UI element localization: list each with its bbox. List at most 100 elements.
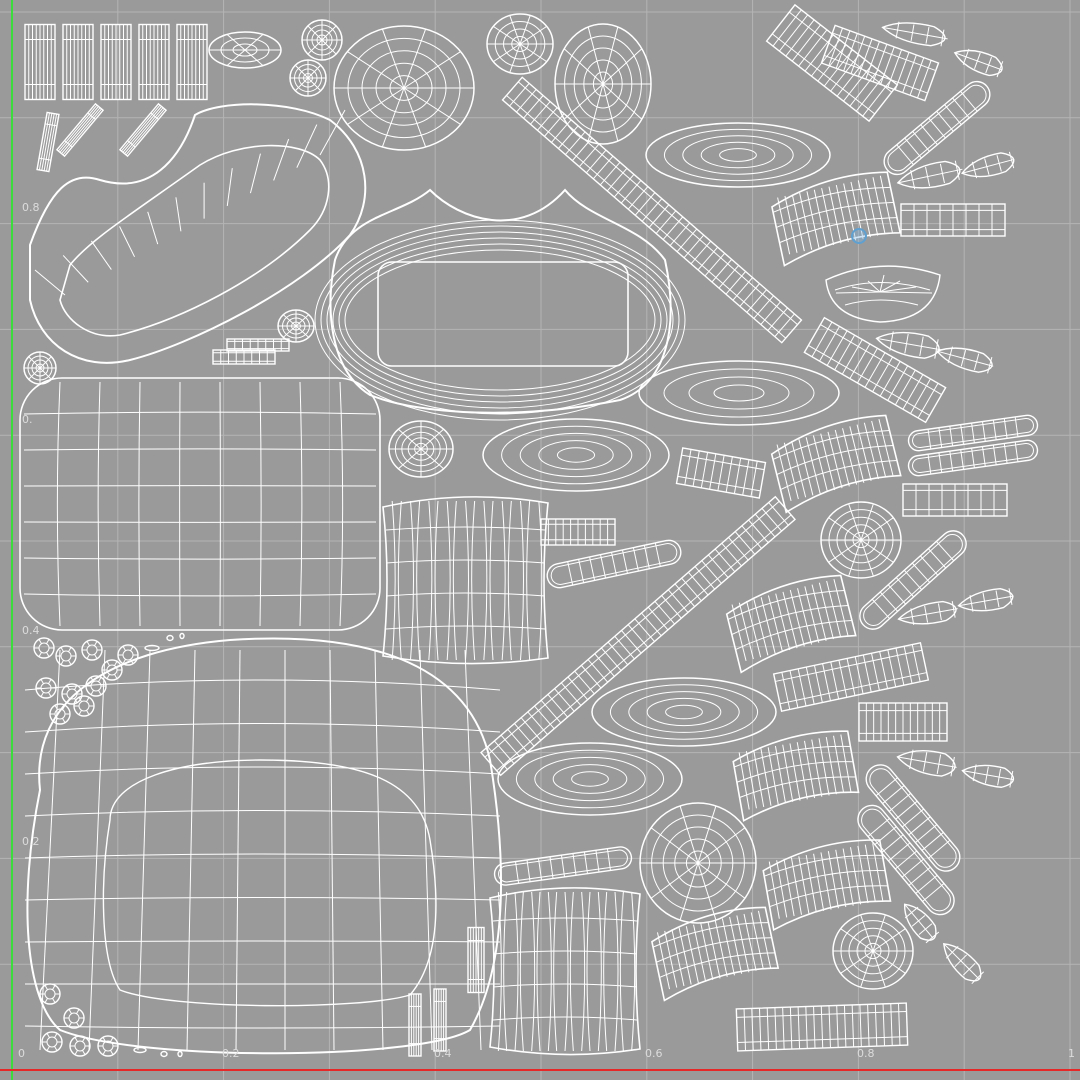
- uv-island-disc-right[interactable]: [820, 501, 902, 579]
- uv-island-fragment-0[interactable]: [144, 644, 160, 652]
- uv-island-stack-strip-3[interactable]: [138, 23, 170, 101]
- uv-island-disc-tiny-2[interactable]: [289, 59, 327, 97]
- uv-island-capsule-4[interactable]: [497, 742, 683, 816]
- uv-island-leaf-6[interactable]: [935, 342, 996, 376]
- uv-island-dome-top[interactable]: [554, 23, 652, 145]
- uv-island-curved-3[interactable]: [723, 571, 857, 674]
- uv-island-disc-tiny-3[interactable]: [277, 309, 315, 343]
- uv-island-curved-2[interactable]: [768, 411, 902, 514]
- uv-selection-pivot-icon[interactable]: [851, 228, 867, 244]
- uv-islands[interactable]: [19, 3, 1039, 1058]
- uv-island-stack-strip-2[interactable]: [100, 23, 132, 101]
- uv-island-fragment-2[interactable]: [179, 632, 185, 640]
- uv-island-pleat-2[interactable]: [489, 887, 641, 1056]
- uv-island-bolt-1[interactable]: [55, 645, 77, 667]
- uv-island-curved-4[interactable]: [731, 727, 860, 822]
- uv-island-bolt-9[interactable]: [49, 703, 71, 725]
- uv-island-pill-2[interactable]: [545, 538, 683, 590]
- uv-island-fragment-3[interactable]: [133, 1046, 147, 1054]
- uv-island-strip-j[interactable]: [902, 483, 1008, 517]
- uv-island-leaf-3[interactable]: [895, 158, 964, 195]
- uv-island-bolt-5[interactable]: [35, 677, 57, 699]
- uv-island-strip-h[interactable]: [735, 1002, 909, 1052]
- uv-island-disc-small[interactable]: [486, 13, 554, 75]
- uv-island-leaf-5[interactable]: [875, 327, 944, 361]
- uv-island-bolt-7[interactable]: [85, 675, 107, 697]
- uv-island-leaf-8[interactable]: [957, 586, 1016, 615]
- uv-island-capsule-3[interactable]: [591, 677, 777, 747]
- uv-island-strip-l[interactable]: [226, 338, 290, 352]
- uv-island-curved-5[interactable]: [761, 836, 892, 932]
- uv-island-stack-strip-0[interactable]: [24, 23, 56, 101]
- uv-island-oval-top[interactable]: [333, 25, 475, 151]
- uv-island-pill-8[interactable]: [907, 439, 1039, 477]
- uv-island-bolt-10[interactable]: [39, 983, 61, 1005]
- uv-island-bolt-11[interactable]: [63, 1007, 85, 1029]
- uv-island-bolt-3[interactable]: [101, 659, 123, 681]
- uv-island-strip-r[interactable]: [118, 102, 168, 158]
- uv-island-dome-bottom[interactable]: [639, 802, 757, 924]
- uv-island-pill-4[interactable]: [860, 759, 965, 877]
- uv-island-shell-center[interactable]: [314, 188, 686, 421]
- uv-island-strip-c[interactable]: [803, 316, 947, 424]
- uv-island-leaf-9[interactable]: [896, 745, 959, 778]
- uv-island-large-cushion[interactable]: [24, 637, 502, 1055]
- uv-island-curved-6[interactable]: [649, 903, 780, 1002]
- uv-island-pill-1[interactable]: [879, 76, 995, 179]
- uv-island-lens[interactable]: [208, 31, 282, 69]
- uv-island-leaf-11[interactable]: [897, 898, 941, 945]
- uv-island-leaf-7[interactable]: [897, 599, 960, 629]
- uv-island-leaf-2[interactable]: [951, 43, 1005, 79]
- uv-island-leaf-10[interactable]: [961, 761, 1016, 790]
- uv-island-stack-strip-4[interactable]: [176, 23, 208, 101]
- uv-island-disc-tiny[interactable]: [301, 19, 343, 61]
- uv-island-stack-strip-1[interactable]: [62, 23, 94, 101]
- uv-island-half-oval[interactable]: [638, 360, 840, 426]
- uv-island-disc-mid[interactable]: [388, 420, 454, 478]
- uv-island-fragment-4[interactable]: [160, 1050, 168, 1058]
- uv-island-fragment-1[interactable]: [166, 634, 174, 642]
- uv-island-strip-a[interactable]: [765, 3, 899, 123]
- uv-island-bolt-8[interactable]: [73, 695, 95, 717]
- uv-island-pill-6[interactable]: [493, 846, 633, 887]
- uv-island-capsule-2[interactable]: [482, 418, 670, 492]
- uv-island-seat-panel[interactable]: [19, 377, 381, 631]
- uv-island-strip-p[interactable]: [36, 111, 60, 173]
- uv-island-bolt-4[interactable]: [117, 644, 139, 666]
- u-tick-label-0: 0: [18, 1047, 25, 1060]
- uv-island-leaf-12[interactable]: [937, 937, 986, 986]
- uv-island-curved-1[interactable]: [769, 168, 902, 267]
- uv-island-strip-n[interactable]: [408, 993, 422, 1057]
- uv-island-long-strip-1[interactable]: [501, 76, 803, 344]
- uv-island-strip-m[interactable]: [467, 926, 485, 994]
- uv-island-bolt-6[interactable]: [61, 683, 83, 705]
- u-tick-label-1: 1: [1068, 1047, 1075, 1060]
- uv-island-bolt-13[interactable]: [69, 1035, 91, 1057]
- uv-island-capsule-1[interactable]: [645, 122, 831, 188]
- uv-island-bolt-12[interactable]: [41, 1031, 63, 1053]
- uv-island-pleat-1[interactable]: [382, 496, 549, 665]
- uv-island-disc-tiny-4[interactable]: [23, 351, 57, 385]
- uv-island-strip-b[interactable]: [820, 24, 940, 102]
- uv-island-fan[interactable]: [825, 265, 941, 323]
- uv-island-strip-i[interactable]: [900, 203, 1006, 237]
- uv-island-shell-left[interactable]: [29, 103, 367, 364]
- uv-island-fragment-5[interactable]: [177, 1050, 183, 1058]
- uv-island-strip-d[interactable]: [675, 447, 767, 499]
- uv-island-leaf-1[interactable]: [881, 18, 949, 49]
- uv-island-strip-f[interactable]: [772, 641, 930, 713]
- uv-island-strip-o[interactable]: [433, 988, 447, 1052]
- uv-island-disc-bottom[interactable]: [832, 912, 914, 990]
- uv-island-pill-3[interactable]: [855, 526, 972, 635]
- uv-island-leaf-4[interactable]: [960, 150, 1017, 183]
- uv-island-pill-5[interactable]: [852, 800, 960, 921]
- uv-island-strip-k[interactable]: [212, 349, 276, 365]
- uv-island-bolt-14[interactable]: [97, 1035, 119, 1057]
- uv-island-pill-7[interactable]: [907, 414, 1039, 452]
- uv-island-strip-g[interactable]: [858, 702, 948, 742]
- uv-island-bolt-0[interactable]: [33, 637, 55, 659]
- uv-island-strip-q[interactable]: [55, 102, 105, 158]
- uv-island-bolt-2[interactable]: [81, 639, 103, 661]
